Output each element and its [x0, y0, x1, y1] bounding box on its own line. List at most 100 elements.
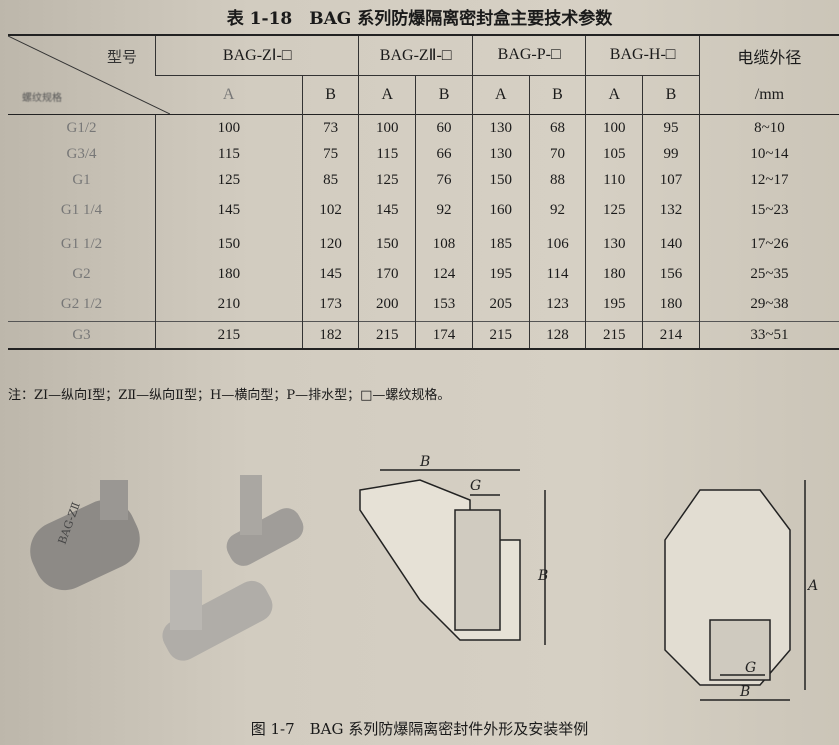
diameter-cell: 10~14: [698, 141, 839, 167]
spec-table: 型号 螺纹规格 BAG-ZⅠ-□ BAG-ZⅡ-□ BAG-P-□ BAG-H-…: [8, 34, 839, 350]
diameter-cell: 25~35: [698, 261, 839, 287]
value-cell: 174: [415, 321, 473, 350]
cable-header: 电缆外径: [698, 34, 839, 75]
figure-illustration: BAG-ZⅡ B G B A G B: [30, 454, 818, 701]
spec-cell: G1: [72, 171, 91, 188]
diameter-cell: 17~26: [698, 227, 839, 261]
value-cell: 215: [585, 321, 643, 350]
spec-cell: G1 1/4: [60, 201, 103, 218]
sub-header: A: [471, 74, 530, 115]
table-title: 表 1-18 BAG 系列防爆隔离密封盒主要技术参数: [226, 9, 613, 29]
value-cell: 60: [415, 114, 473, 141]
value-cell: 205: [471, 287, 530, 322]
value-cell: 132: [642, 193, 700, 227]
sub-header: B: [415, 74, 473, 115]
model-header: BAG-P-□: [471, 34, 586, 75]
diameter-cell: 29~38: [698, 287, 839, 322]
sub-header: B: [301, 74, 359, 115]
side-section-drawing: B G B: [359, 454, 548, 645]
header-row: 型号 螺纹规格 BAG-ZⅠ-□ BAG-ZⅡ-□ BAG-P-□ BAG-H-…: [8, 34, 839, 115]
value-cell: 92: [415, 193, 473, 227]
value-cell: 70: [528, 141, 586, 167]
value-cell: 145: [155, 193, 303, 227]
value-cell: 105: [585, 141, 643, 167]
value-cell: 120: [301, 227, 359, 261]
value-cell: 160: [471, 193, 530, 227]
spec-cell: G2 1/2: [60, 295, 103, 312]
value-cell: 156: [642, 261, 700, 287]
value-cell: 215: [358, 321, 416, 350]
diameter-cell: 15~23: [698, 193, 839, 227]
value-cell: 75: [301, 141, 359, 167]
value-cell: 215: [155, 321, 303, 350]
value-cell: 185: [471, 227, 530, 261]
value-cell: 100: [155, 114, 303, 141]
diameter-cell: 12~17: [698, 167, 839, 193]
dim-label: B: [419, 454, 430, 470]
table-note: 注：ZⅠ—纵向Ⅰ型；ZⅡ—纵向Ⅱ型；H—横向型；P—排水型；□—螺纹规格。: [8, 388, 451, 403]
value-cell: 200: [358, 287, 416, 322]
sub-header: A: [585, 74, 643, 115]
sub-header: A: [358, 74, 416, 115]
dim-label: B: [739, 684, 750, 700]
value-cell: 100: [358, 114, 416, 141]
value-cell: 195: [585, 287, 643, 322]
model-header: BAG-ZⅡ-□: [358, 34, 473, 75]
spec-cell: G3: [8, 321, 156, 350]
value-cell: 124: [415, 261, 473, 287]
value-cell: 145: [301, 261, 359, 287]
value-cell: 73: [301, 114, 359, 141]
spec-cell: G3/4: [66, 145, 97, 162]
model-header: BAG-H-□: [585, 34, 700, 75]
dim-label: G: [745, 660, 756, 676]
value-cell: 92: [528, 193, 586, 227]
value-cell: 125: [585, 193, 643, 227]
value-cell: 130: [585, 227, 643, 261]
value-cell: 108: [415, 227, 473, 261]
spec-cell: G1 1/2: [60, 235, 103, 252]
value-cell: 100: [585, 114, 643, 141]
value-cell: 153: [415, 287, 473, 322]
value-cell: 106: [528, 227, 586, 261]
corner-top-label: 型号: [106, 50, 137, 66]
value-cell: 215: [471, 321, 530, 350]
value-cell: 95: [642, 114, 700, 141]
value-cell: 102: [301, 193, 359, 227]
figure-caption: 图 1-7 BAG 系列防爆隔离密封件外形及安装举例: [250, 720, 589, 738]
value-cell: 140: [642, 227, 700, 261]
value-cell: 128: [528, 321, 586, 350]
corner-bottom-label: 螺纹规格: [22, 93, 62, 104]
spec-cell: G1/2: [8, 114, 156, 141]
value-cell: 180: [642, 287, 700, 322]
diameter-cell: 33~51: [698, 321, 839, 350]
dim-label: A: [806, 578, 818, 594]
value-cell: 180: [155, 261, 303, 287]
cable-unit: /mm: [698, 75, 839, 115]
value-cell: 88: [528, 167, 586, 193]
value-cell: 195: [471, 261, 530, 287]
value-cell: 145: [358, 193, 416, 227]
value-cell: 76: [415, 167, 473, 193]
value-cell: 85: [301, 167, 359, 193]
value-cell: 99: [642, 141, 700, 167]
value-cell: 150: [471, 167, 530, 193]
diameter-cell: 8~10: [698, 114, 839, 141]
value-cell: 130: [471, 114, 530, 141]
sub-header: B: [642, 74, 700, 115]
value-cell: 150: [358, 227, 416, 261]
value-cell: 115: [358, 141, 416, 167]
value-cell: 210: [155, 287, 303, 322]
sub-header: A: [155, 74, 303, 115]
dim-label: B: [537, 568, 548, 584]
sub-header: B: [528, 74, 586, 115]
spec-cell: G2: [72, 265, 91, 282]
front-section-drawing: A G B: [664, 480, 818, 701]
diagonal-line: [8, 36, 170, 114]
value-cell: 68: [528, 114, 586, 141]
